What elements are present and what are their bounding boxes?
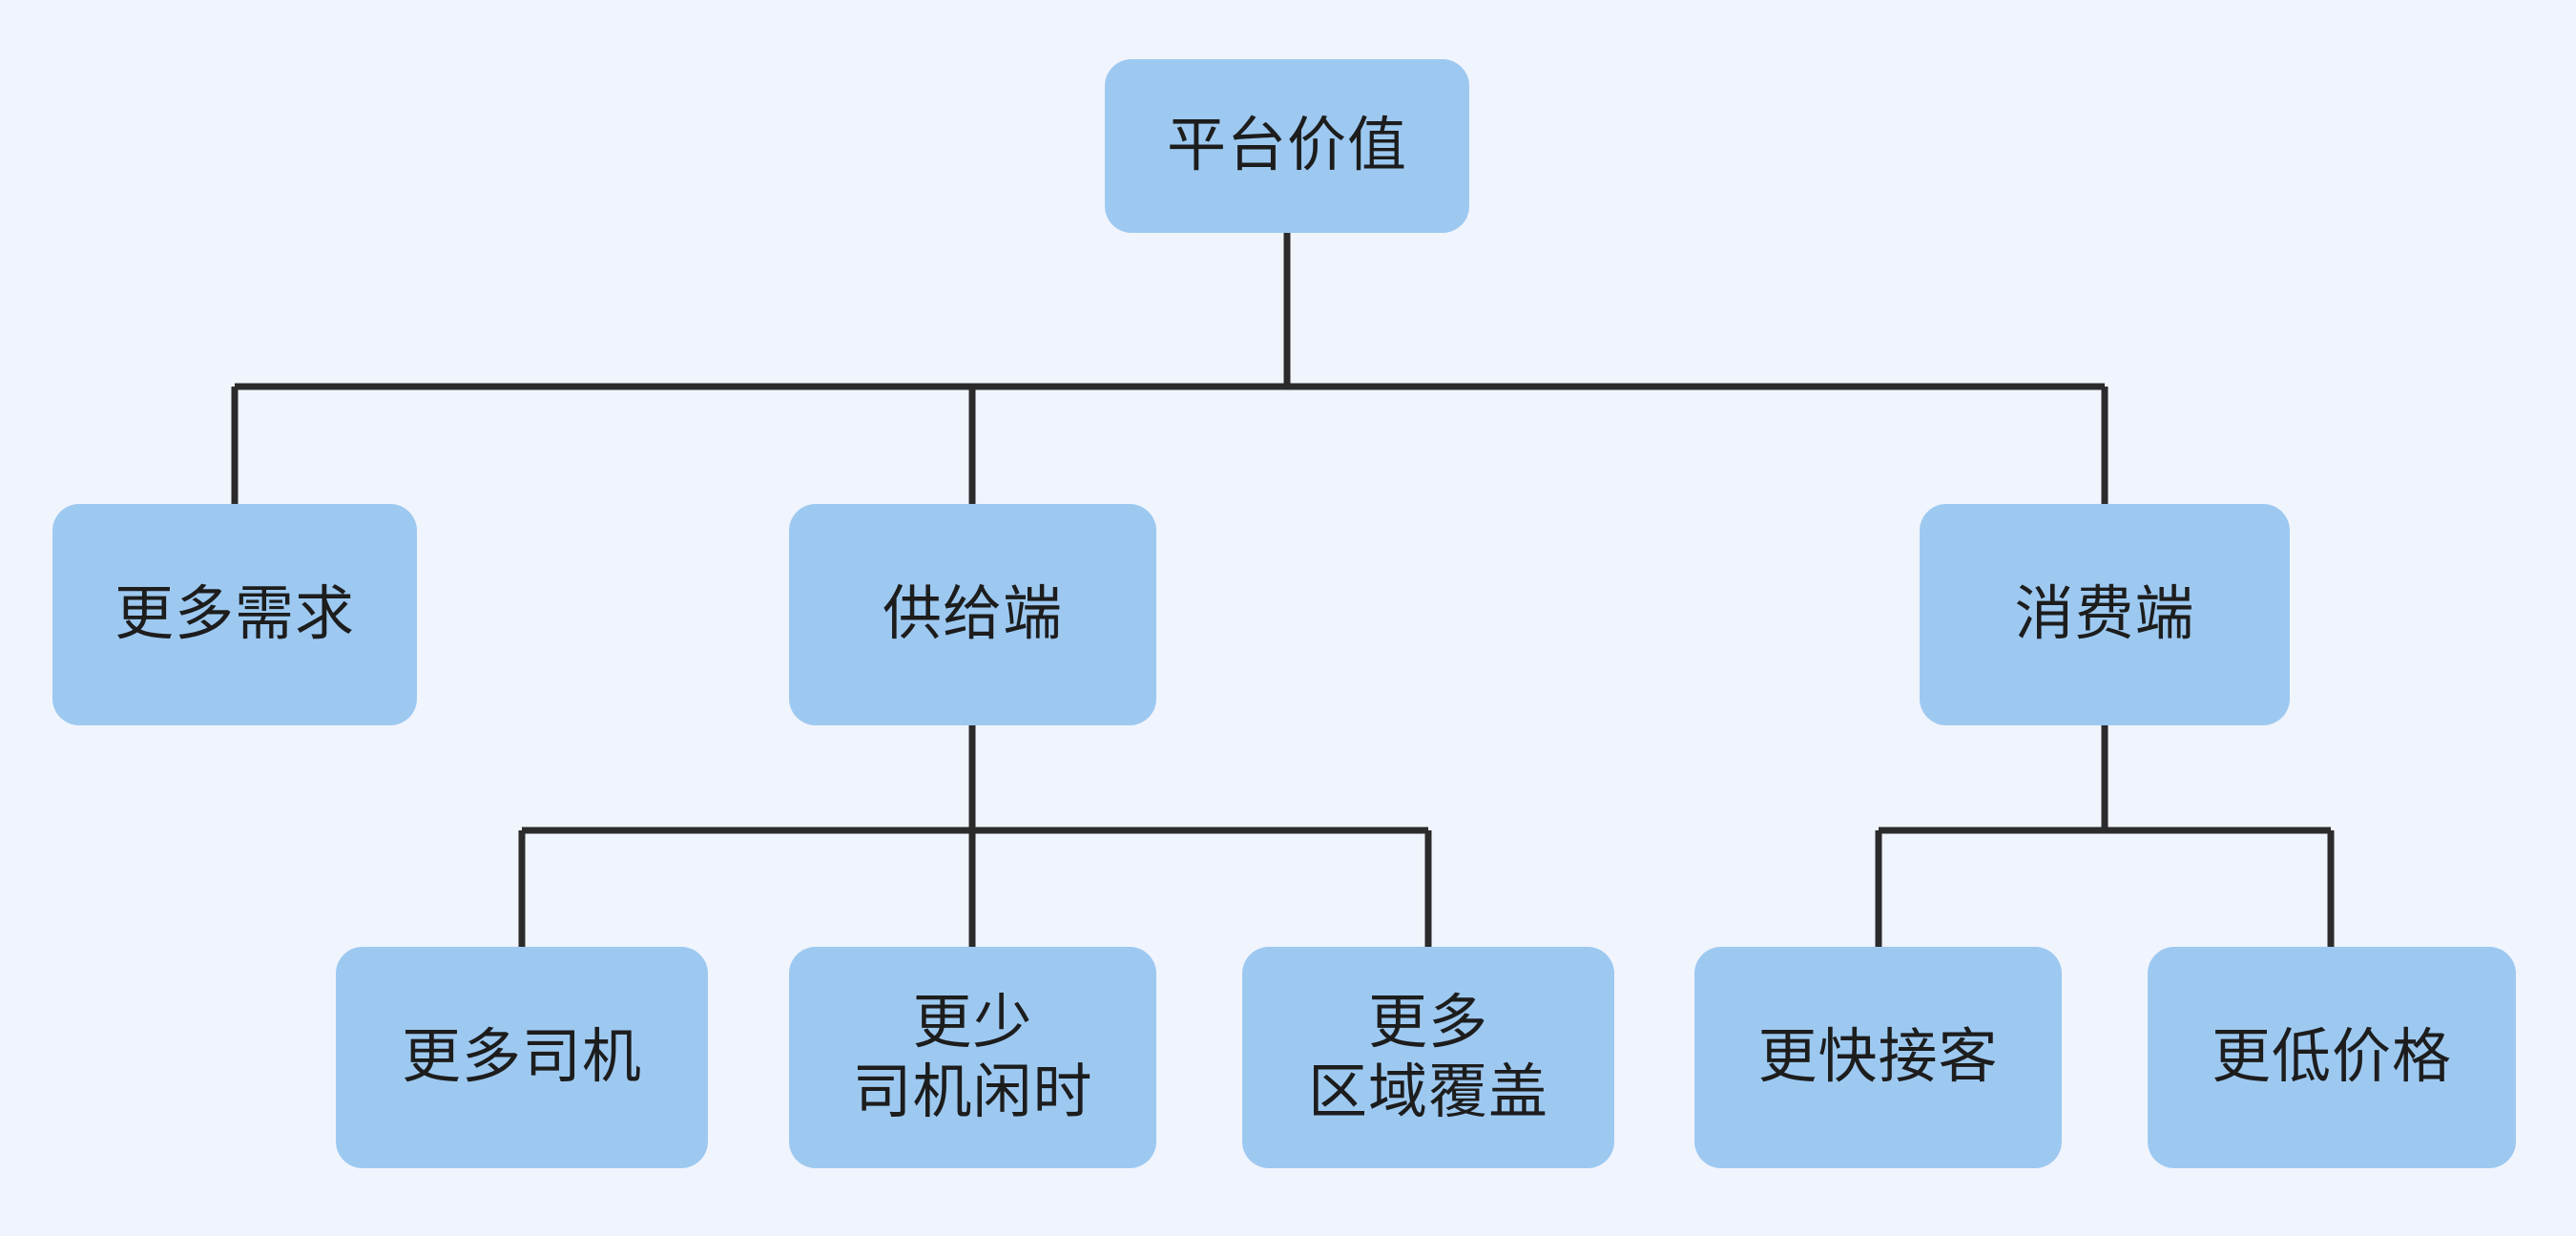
node-less-driver-idle[interactable]: 更少 司机闲时 bbox=[789, 947, 1156, 1168]
node-label-less-driver-idle: 更少 司机闲时 bbox=[852, 989, 1093, 1125]
node-more-demand[interactable]: 更多需求 bbox=[52, 504, 417, 725]
node-faster-pickup[interactable]: 更快接客 bbox=[1694, 947, 2062, 1168]
node-consumer-side[interactable]: 消费端 bbox=[1920, 504, 2290, 725]
node-label-more-area-coverage: 更多 区域覆盖 bbox=[1307, 989, 1548, 1125]
node-label-faster-pickup: 更快接客 bbox=[1757, 1024, 1999, 1091]
node-platform-value[interactable]: 平台价值 bbox=[1105, 59, 1469, 233]
node-supply-side[interactable]: 供给端 bbox=[789, 504, 1156, 725]
node-label-more-demand: 更多需求 bbox=[114, 581, 355, 648]
node-label-more-drivers: 更多司机 bbox=[401, 1024, 642, 1091]
node-label-supply-side: 供给端 bbox=[882, 581, 1063, 648]
node-label-platform-value: 平台价值 bbox=[1166, 113, 1407, 179]
node-label-lower-price: 更低价格 bbox=[2211, 1024, 2452, 1091]
node-label-consumer-side: 消费端 bbox=[2014, 581, 2195, 648]
node-more-drivers[interactable]: 更多司机 bbox=[336, 947, 708, 1168]
node-more-area-coverage[interactable]: 更多 区域覆盖 bbox=[1242, 947, 1614, 1168]
node-lower-price[interactable]: 更低价格 bbox=[2148, 947, 2516, 1168]
